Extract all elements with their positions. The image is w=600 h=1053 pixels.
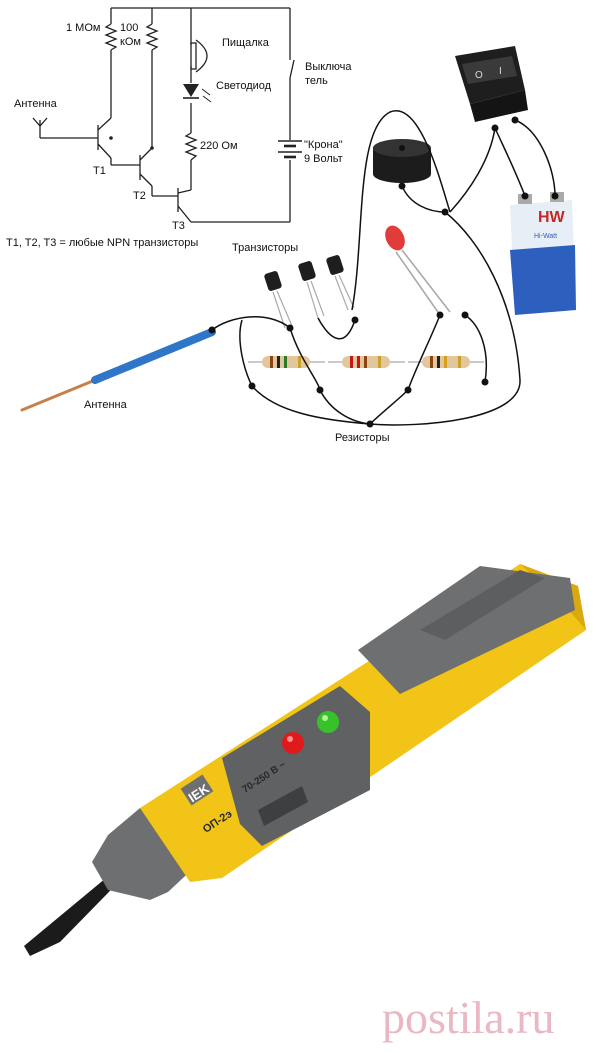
label-antenna: Антенна [14,98,58,110]
battery-image: HW Hi-Watt [510,192,576,315]
label-switch-2: тель [305,75,328,87]
battery-symbol [278,140,302,159]
brand-logo [180,774,214,806]
tester-nose [92,808,200,900]
label-npn-note: T1, T2, T3 = любые NPN транзисторы [6,237,198,249]
led-green [317,711,339,733]
assembly-wires [211,110,556,426]
rocker-switch-image: O I [455,46,528,122]
label-100: 100 [120,22,138,34]
red-led-image [385,225,451,316]
label-kom: кОм [120,36,141,48]
battery-brand: Hi-Watt [534,233,557,240]
label-transistors: Транзисторы [232,242,298,254]
assembly-solder-dots [208,116,559,428]
tester-button [258,786,308,826]
label-battery-1: "Крона" [304,139,343,151]
label-switch-1: Выключа [305,61,352,73]
label-t2: T2 [133,190,146,202]
resistors-image [248,356,484,368]
tester-clip [358,566,575,694]
label-battery-2: 9 Вольт [304,153,343,165]
antenna-wire-image [20,328,216,412]
label-resistors: Резисторы [335,432,390,444]
label-220: 220 Ом [200,140,238,152]
transistors-image [264,255,355,329]
label-antenna-wire: Антенна [84,399,128,411]
label-1mom: 1 МОм [66,22,100,34]
buzzer-symbol [190,39,208,73]
led-red [282,732,304,754]
svg-text:HW: HW [538,209,566,226]
buzzer-image [373,139,431,183]
schematic-diagram: 1 МОм 100 кОм Пищалка Светодиод Выключа … [6,7,576,444]
label-t3: T3 [172,220,185,232]
svg-text:I: I [499,66,502,77]
label-buzzer: Пищалка [222,37,270,49]
circuit-wires [32,7,295,223]
svg-text:O: O [475,70,483,81]
postila-watermark: postila.ru [382,992,555,1043]
voltage-tester-image: IEK ОП-2э 70-250 В ~ [24,564,586,956]
led-symbol [183,84,212,103]
label-t1: T1 [93,165,106,177]
label-led: Светодиод [216,80,272,92]
